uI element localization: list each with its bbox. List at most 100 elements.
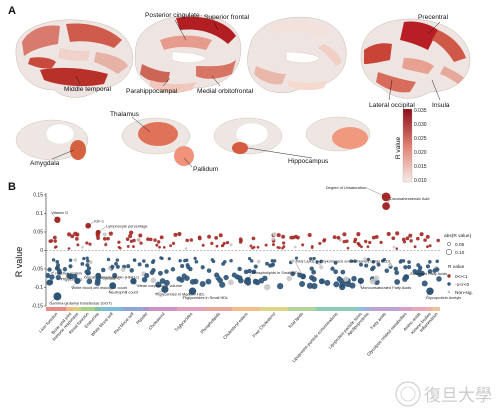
data-point [170, 267, 176, 272]
data-point [46, 279, 53, 286]
category-band [260, 307, 288, 311]
data-point [417, 272, 423, 278]
data-point [81, 245, 84, 249]
data-point [132, 245, 135, 248]
data-point [228, 279, 234, 286]
data-point [319, 265, 324, 270]
category-label: Triglycerides [173, 311, 193, 332]
data-point [345, 239, 349, 243]
data-point [251, 269, 257, 275]
data-point [406, 264, 412, 270]
data-point [264, 283, 271, 291]
data-point [160, 256, 164, 261]
annotation-leader [247, 273, 252, 281]
data-point [253, 264, 258, 269]
data-point [55, 274, 61, 281]
data-point [366, 245, 370, 249]
category-label: Free Cholesterol [251, 311, 276, 338]
data-point [368, 240, 372, 245]
data-point [158, 270, 163, 276]
data-point [247, 257, 252, 261]
y-tick-label: 0.1 [36, 211, 43, 217]
data-point [366, 257, 371, 262]
data-point [85, 256, 89, 260]
label-insula: Insula [432, 102, 450, 109]
data-point [155, 243, 159, 247]
watermark-text: 復旦大學 [424, 386, 492, 406]
data-point [324, 279, 331, 286]
data-point [67, 247, 71, 250]
data-point [371, 235, 376, 240]
data-point [104, 243, 108, 247]
highlighted-point [74, 277, 81, 284]
point-annotation: C reactive protein [51, 270, 81, 275]
data-point [237, 266, 242, 272]
highlighted-point [54, 265, 60, 271]
data-point [167, 257, 171, 261]
data-point [139, 241, 143, 245]
colorbar-gradient [402, 108, 413, 183]
category-band [232, 307, 261, 311]
colorbar-tick: 0.035 [414, 108, 427, 114]
data-point [256, 259, 261, 264]
data-point [307, 232, 312, 238]
data-point [299, 280, 306, 287]
data-point [336, 235, 341, 240]
point-annotation: Vitamin D [51, 210, 68, 215]
data-point [49, 239, 54, 243]
data-point [405, 236, 410, 241]
data-point [395, 231, 400, 236]
data-point [221, 261, 226, 266]
data-point [55, 260, 60, 264]
data-point [114, 261, 118, 266]
data-point [76, 243, 80, 247]
data-point [148, 237, 153, 242]
point-annotation: Lymphocyte percentage [106, 223, 147, 228]
data-point [70, 234, 75, 239]
point-annotation: Total Lipids in Chylomicrons and Extreme… [295, 258, 392, 263]
data-point [369, 278, 376, 285]
data-point [162, 245, 166, 249]
category-band [204, 307, 233, 311]
data-point [193, 256, 197, 261]
legend-nonsig-marker [447, 290, 451, 294]
data-point [276, 245, 280, 249]
data-point [214, 272, 220, 278]
legend-size-item: 0.05 [455, 242, 465, 248]
highlighted-point [357, 277, 364, 284]
legend-r-item: -1<r<0 [455, 282, 469, 288]
legend-positive-marker [447, 274, 451, 278]
data-point [210, 241, 214, 245]
data-point [82, 257, 86, 261]
data-point [409, 239, 413, 243]
data-point [364, 263, 369, 268]
region-leaders [51, 19, 441, 168]
data-point [322, 238, 327, 242]
point-annotation: Triglycerides [61, 276, 83, 281]
data-point [129, 268, 134, 273]
data-point [243, 269, 249, 275]
data-point [276, 233, 281, 238]
data-point [268, 263, 273, 268]
brain-lateral-right [360, 18, 471, 99]
data-point [249, 244, 253, 248]
data-point [349, 259, 354, 263]
data-point [112, 272, 118, 278]
axis: 0.150.10.050-0.05-0.1-0.15 [32, 193, 440, 310]
data-point [80, 261, 85, 266]
point-annotation: IGF-1 [94, 219, 104, 224]
panel-b-letter: B [8, 181, 16, 193]
data-point [384, 268, 390, 274]
subcortical-4 [305, 116, 371, 152]
data-point [102, 237, 107, 241]
data-point [379, 240, 383, 245]
seal-inner-ring [400, 386, 416, 402]
data-point [342, 239, 346, 244]
data-point [132, 238, 136, 243]
data-point [184, 247, 188, 250]
data-point [115, 264, 120, 269]
data-point [417, 268, 422, 273]
annotation-leader [84, 272, 89, 278]
annotation-leader [366, 187, 387, 197]
